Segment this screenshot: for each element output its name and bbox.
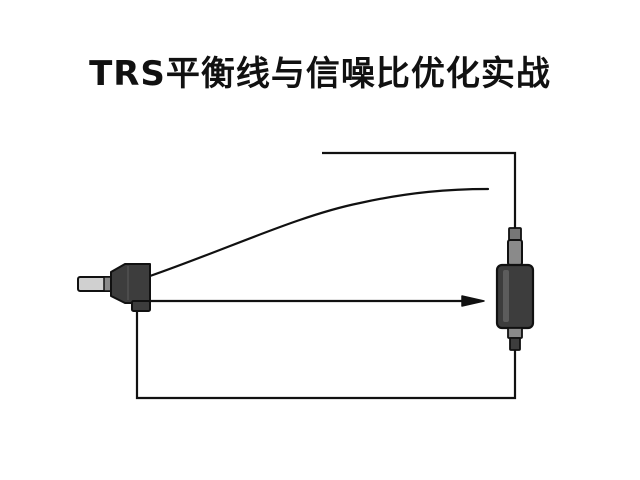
curved-wire <box>148 187 490 278</box>
arrowhead-icon <box>461 295 485 307</box>
page-title: TRS平衡线与信噪比优化实战 <box>89 54 551 94</box>
trs-plug-icon <box>77 263 151 312</box>
return-wire <box>135 310 517 400</box>
top-wire <box>322 151 517 230</box>
inline-device-icon <box>495 227 535 351</box>
